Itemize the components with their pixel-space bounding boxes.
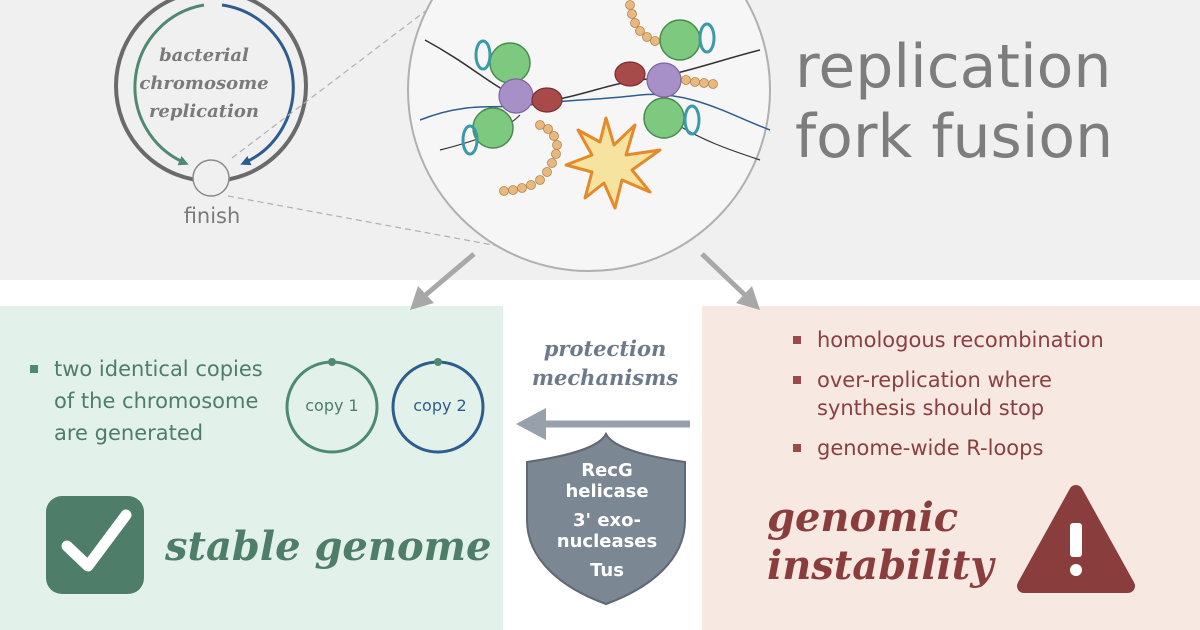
shield-items: RecG helicase 3' exo- nucleases Tus (556, 460, 658, 581)
protection-shield (526, 431, 686, 606)
genomic-instability-label: genomic instability (767, 494, 994, 589)
checkmark-icon (46, 496, 144, 594)
page-title: replication fork fusion (795, 32, 1114, 172)
list-item: homologous recombination (793, 326, 1104, 354)
list-item: two identical copies of the chromosome a… (30, 353, 263, 449)
instability-outcome-list: homologous recombination over-replicatio… (793, 326, 1104, 474)
bullet-square (793, 376, 801, 384)
copy-2-label: copy 2 (413, 396, 467, 415)
finish-point (192, 159, 230, 197)
cycle-label: bacterial chromosome replication (139, 45, 269, 122)
stable-genome-label: stable genome (165, 523, 492, 570)
copy-1-label: copy 1 (305, 396, 359, 415)
list-item: over-replication where synthesis should … (793, 366, 1104, 422)
chromosome-copies (285, 358, 485, 454)
stable-outcome-list: two identical copies of the chromosome a… (30, 353, 263, 449)
bullet-square (30, 365, 38, 373)
bullet-square (793, 444, 801, 452)
bullet-square (793, 336, 801, 344)
outcome-arrows (410, 252, 760, 440)
finish-label: finish (183, 204, 241, 228)
fork-fusion-zoom (407, 0, 771, 272)
collision-burst (564, 116, 662, 210)
warning-icon (1017, 485, 1135, 593)
replication-cycle (114, 0, 521, 251)
protection-label: protection mechanisms (531, 336, 679, 390)
list-item: genome-wide R-loops (793, 434, 1104, 462)
